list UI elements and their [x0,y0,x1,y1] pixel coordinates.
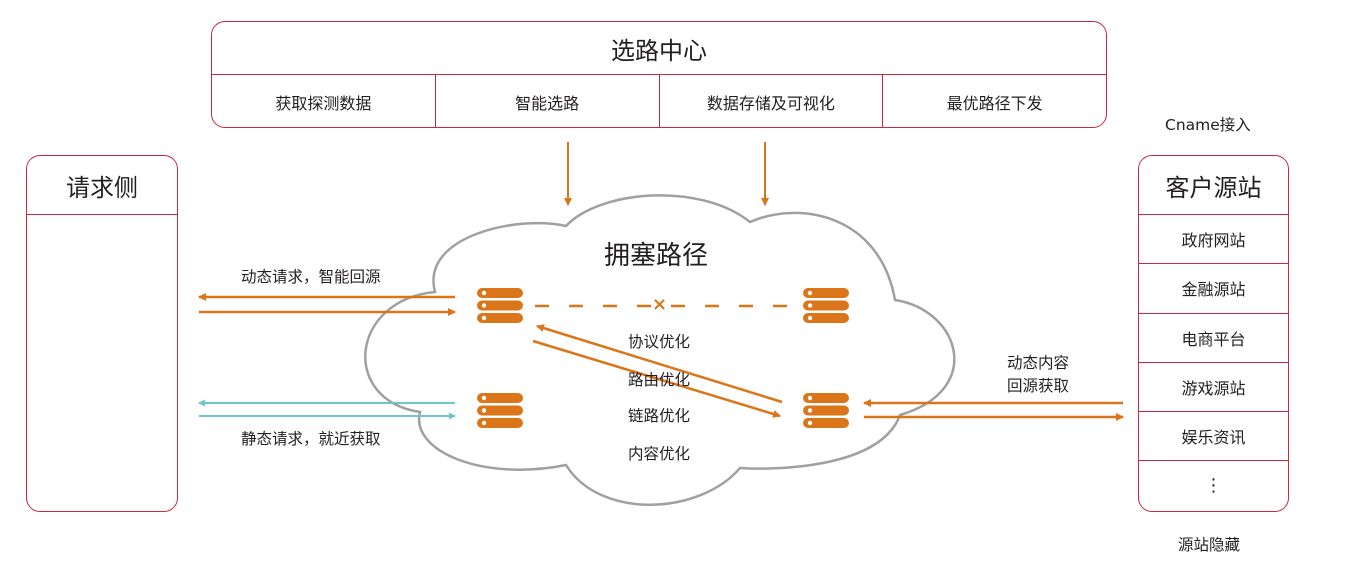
server-icon-edge-dynamic [477,288,523,323]
origin-fetch-label-line2: 回源获取 [1007,377,1070,395]
optimization-routing: 路由优化 [628,371,691,389]
optimized-path-return [536,324,783,404]
origin-item: 娱乐资讯 [1139,412,1288,462]
origin-fetch-label-line1: 动态内容 [1007,354,1070,372]
origin-item: 游戏源站 [1139,363,1288,413]
origin-item: 政府网站 [1139,215,1288,265]
function-smart-routing: 智能选路 [436,75,660,128]
customer-origin-title: 客户源站 [1139,156,1288,215]
customer-origin-panel: 客户源站 政府网站 金融源站 电商平台 游戏源站 娱乐资讯 ⋮ [1138,155,1289,512]
function-storage-visualization: 数据存储及可视化 [660,75,884,128]
static-request-label: 静态请求，就近获取 [241,430,381,448]
server-icon-origin-side [803,393,849,428]
origin-item: 电商平台 [1139,314,1288,363]
function-probe-data: 获取探测数据 [212,75,436,128]
optimized-path-forward [532,339,781,418]
origin-item: 金融源站 [1139,264,1288,314]
client-side-panel: 请求侧 [26,155,178,512]
blocked-x-icon: × [652,294,668,315]
optimization-link: 链路优化 [628,407,691,425]
function-optimal-path-dispatch: 最优路径下发 [946,93,1043,113]
routing-center-panel: 选路中心 获取探测数据 智能选路 数据存储及可视化 最优路径下发 [211,21,1107,128]
routing-center-title: 选路中心 [212,22,1106,75]
origin-hidden-label: 源站隐藏 [1178,536,1241,554]
origin-more-indicator: ⋮ [1204,475,1223,497]
server-icon-edge-static [477,393,523,428]
dynamic-request-label: 动态请求，智能回源 [241,268,381,286]
client-side-title: 请求侧 [27,156,177,215]
server-icon-blocked-node [803,288,849,323]
cname-access-label: Cname接入 [1165,116,1251,134]
congested-path-title: 拥塞路径 [604,241,709,271]
optimization-content: 内容优化 [628,445,691,463]
optimization-protocol: 协议优化 [628,333,691,351]
